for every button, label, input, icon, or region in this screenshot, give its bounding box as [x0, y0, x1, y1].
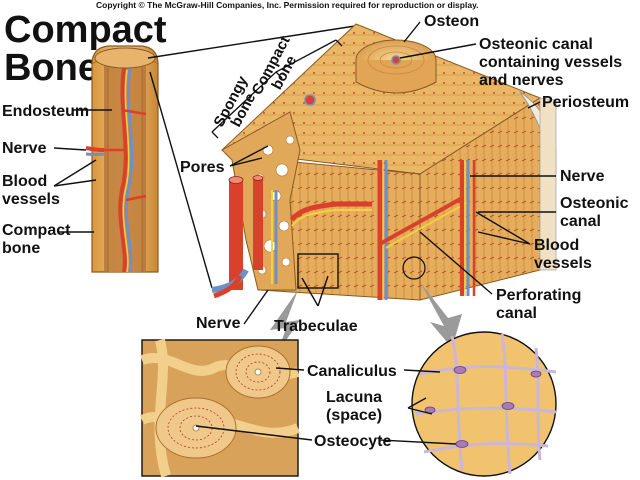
- label-trabeculae: Trabeculae: [274, 318, 358, 335]
- title-line-1: Compact: [4, 9, 167, 51]
- labels: Osteon Osteonic canal containing vessels…: [2, 13, 629, 450]
- label-blood-vessels-left-2: vessels: [2, 191, 60, 208]
- label-periosteum: Periosteum: [542, 94, 629, 111]
- label-nerve-bottom: Nerve: [196, 315, 241, 332]
- label-lacuna-2: (space): [326, 407, 382, 424]
- bone-wedge-illustration: [211, 23, 557, 301]
- label-nerve-right: Nerve: [560, 168, 605, 185]
- label-osteonic-canal-right-1: Osteonic: [560, 195, 629, 212]
- label-lacuna-1: Lacuna: [326, 389, 382, 406]
- trabeculae-zoom-box: [297, 253, 339, 289]
- copyright-text: Copyright © The McGraw-Hill Companies, I…: [96, 0, 479, 10]
- label-endosteum: Endosteum: [2, 103, 89, 120]
- bracket-ticks: [211, 39, 343, 139]
- title-line-2: Bone: [4, 47, 99, 89]
- label-perforating-canal-1: Perforating: [496, 287, 581, 304]
- lacuna-inset: [411, 331, 557, 477]
- bone-shaft-illustration: [85, 45, 159, 273]
- zoom-arrow-left: [270, 290, 300, 352]
- label-canaliculus: Canaliculus: [307, 363, 397, 380]
- label-osteon: Osteon: [424, 13, 479, 30]
- label-osteocyte: Osteocyte: [314, 433, 391, 450]
- label-osteonic-canal-2: containing vessels: [479, 54, 622, 71]
- zoom-line-bottom: [149, 71, 213, 289]
- zoom-arrow-right: [420, 282, 462, 348]
- label-pores: Pores: [180, 159, 225, 176]
- label-nerve-left: Nerve: [2, 140, 47, 157]
- label-perforating-canal-2: canal: [496, 305, 537, 322]
- label-blood-vessels-left-1: Blood: [2, 173, 47, 190]
- label-compact-bone-left-1: Compact: [2, 222, 71, 239]
- label-osteonic-canal-right-2: canal: [560, 213, 601, 230]
- zoom-line-top: [147, 25, 356, 59]
- label-blood-vessels-right-1: Blood: [534, 237, 579, 254]
- lacuna-zoom-circle: [402, 256, 426, 280]
- label-osteonic-canal-1: Osteonic canal: [479, 36, 593, 53]
- label-osteonic-canal-3: and nerves: [479, 72, 564, 89]
- label-compact-bone-left-2: bone: [2, 240, 40, 257]
- osteocyte-tissue-inset: [139, 338, 300, 478]
- label-blood-vessels-right-2: vessels: [534, 255, 592, 272]
- leader-lines: [53, 21, 556, 445]
